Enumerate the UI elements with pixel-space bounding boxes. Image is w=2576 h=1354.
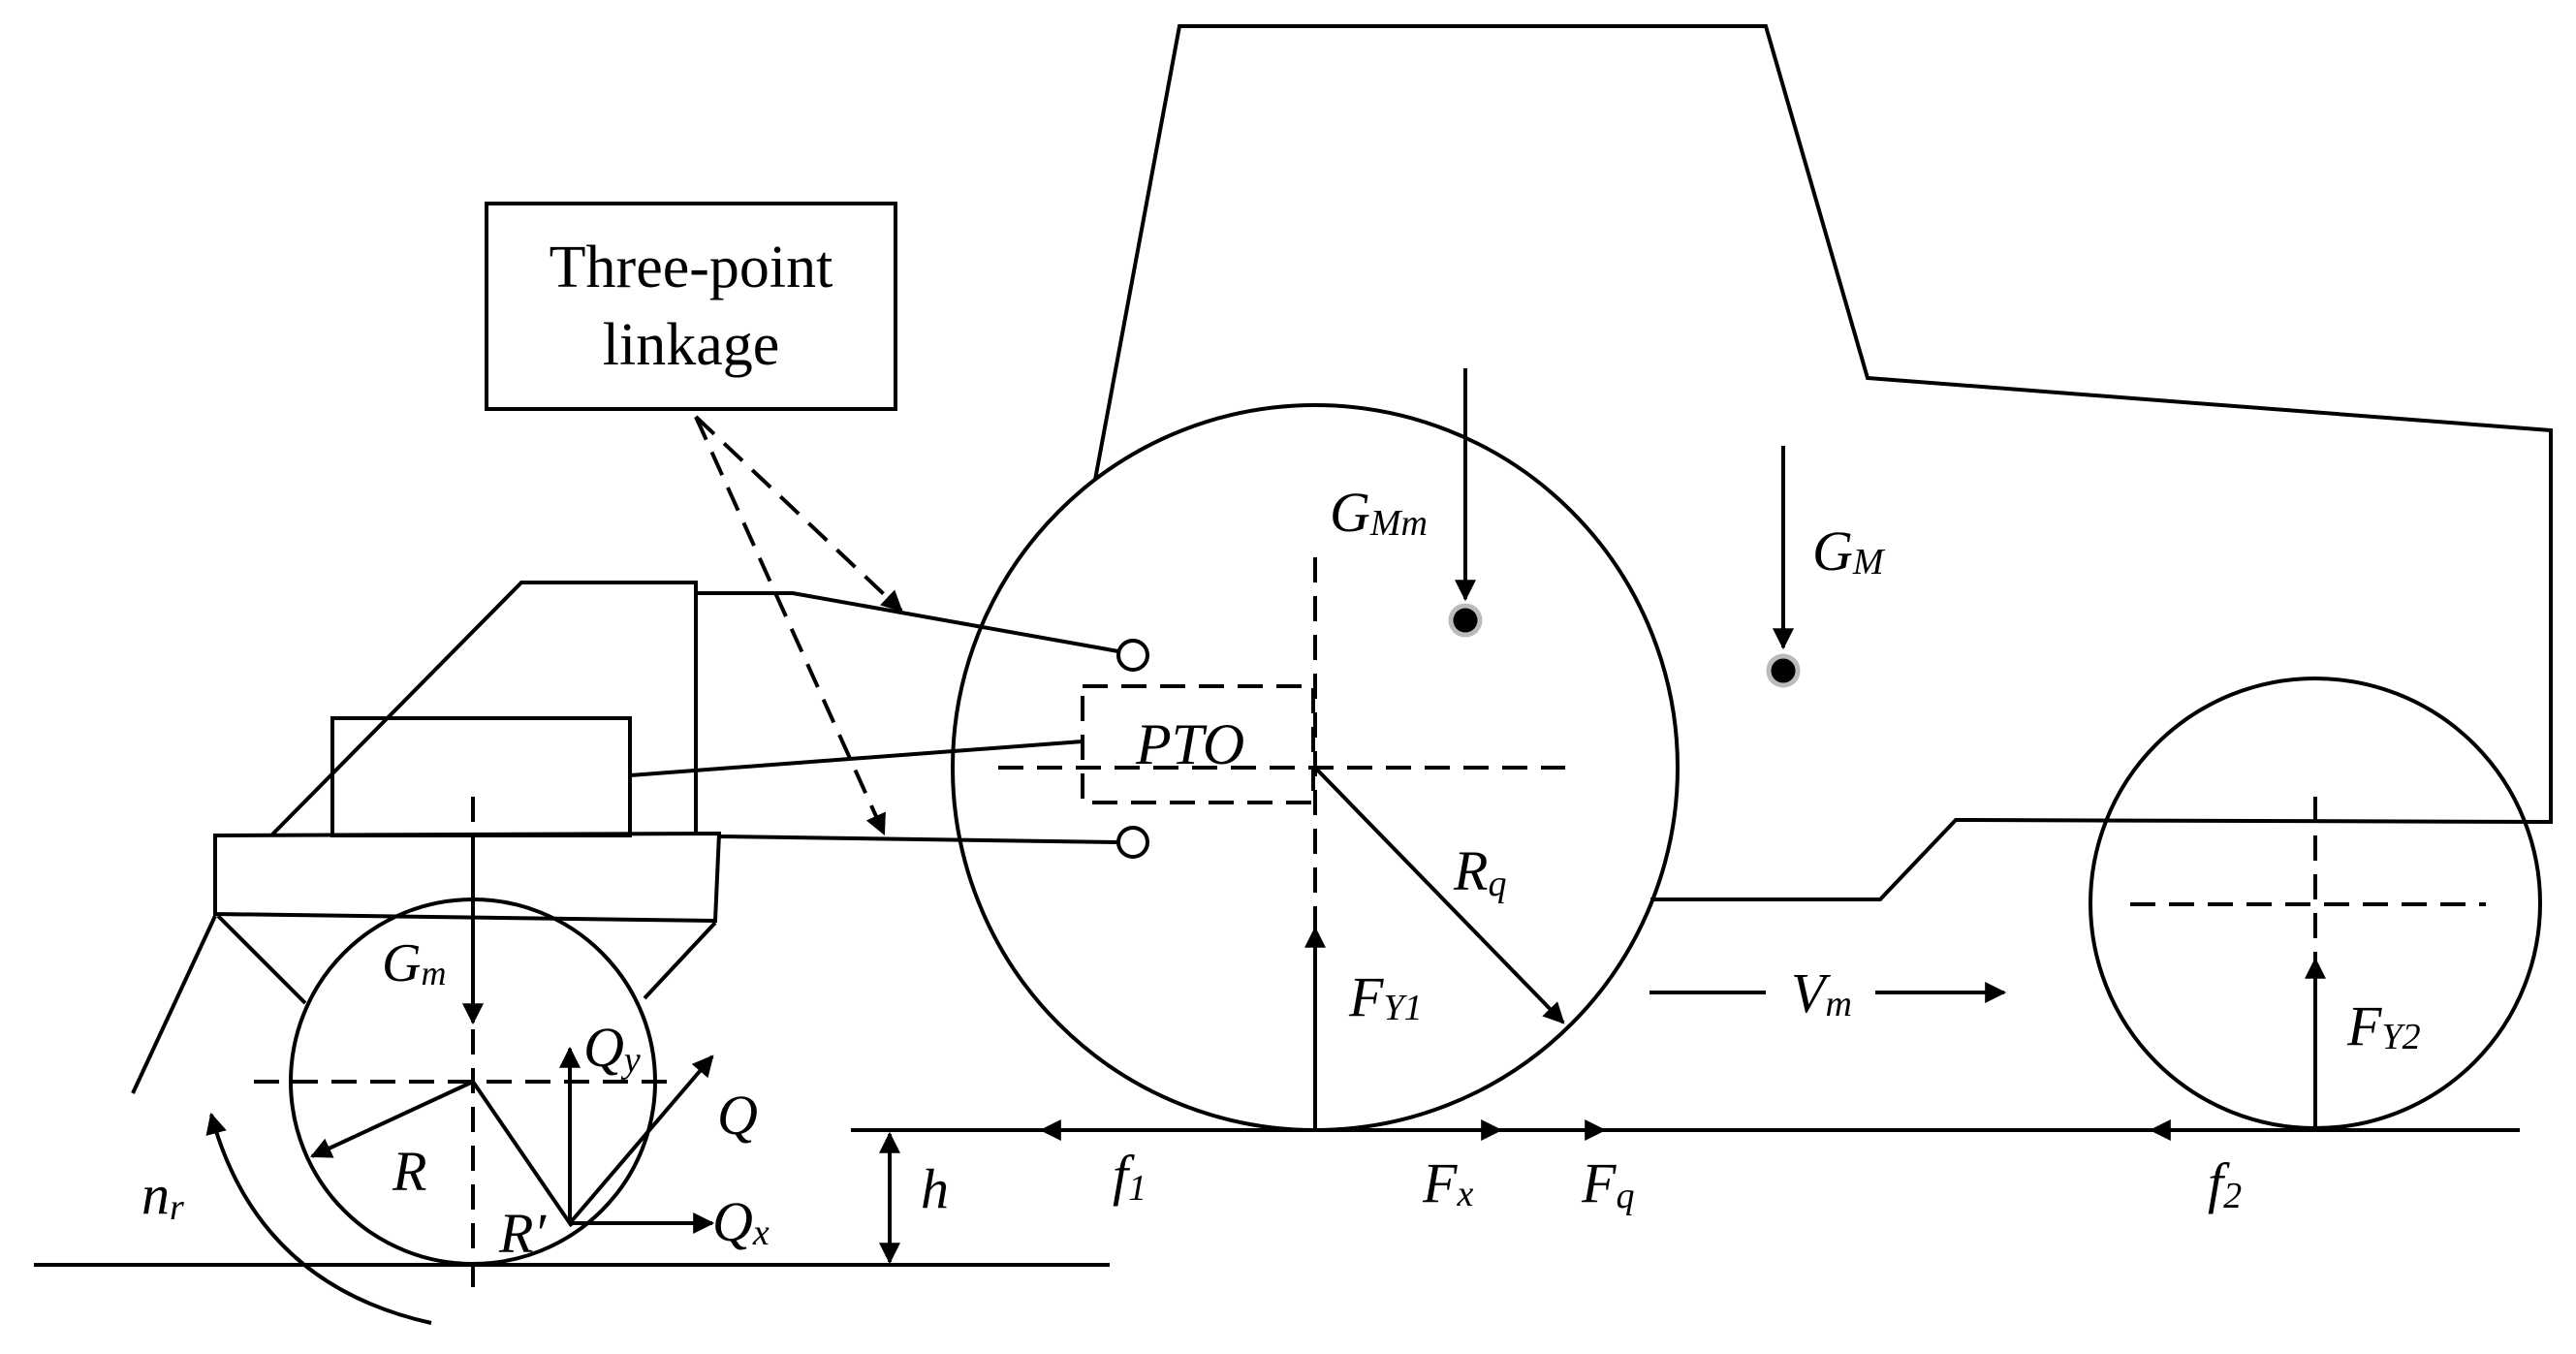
f2-label-sub: 2 <box>2223 1176 2242 1216</box>
gmm-label-main: G <box>1330 481 1370 544</box>
h-label: h <box>921 1157 949 1220</box>
r-label: R <box>392 1140 426 1203</box>
f1-label: f1 <box>1113 1144 1147 1209</box>
gm-tiller-label-sub: m <box>421 954 446 992</box>
callout-line-2: linkage <box>603 312 780 378</box>
fx-label-main: F <box>1422 1151 1458 1214</box>
nr-label: nr <box>141 1163 184 1228</box>
rq-label: Rq <box>1453 839 1506 904</box>
fy1-label: FY1 <box>1348 965 1423 1028</box>
rq-label-sub: q <box>1488 864 1506 904</box>
tiller-upper-frame <box>269 581 698 837</box>
fq-label-sub: q <box>1616 1176 1634 1216</box>
qy-label: Qy <box>583 1016 641 1081</box>
q-arrow <box>568 1055 714 1225</box>
fy2-label-sub: Y2 <box>2381 1017 2420 1057</box>
upper-link-bar <box>696 591 1119 653</box>
tractor-cab-outline <box>1093 24 2553 901</box>
vm-label-main: V <box>1791 961 1832 1024</box>
qx-label-main: Q <box>712 1190 753 1253</box>
qx-label: Qx <box>712 1190 770 1253</box>
three-point-linkage-callout <box>485 202 897 411</box>
nr-label-sub: r <box>170 1187 184 1228</box>
callout-line-1: Three-point <box>550 235 833 300</box>
gmm-label: GMm <box>1330 481 1428 544</box>
tiller-blade <box>131 915 217 1094</box>
tiller-gearbox <box>330 716 632 837</box>
qy-label-sub: y <box>620 1040 641 1081</box>
fy1-label-main: F <box>1348 965 1384 1028</box>
fy1-label-sub: Y1 <box>1383 988 1422 1028</box>
lower-link-bar <box>718 834 1119 844</box>
upper-hitch-point <box>1116 639 1149 672</box>
pto-box <box>1081 684 1315 804</box>
fy2-label-main: F <box>2346 994 2382 1057</box>
tiller-hood <box>213 831 722 924</box>
callout-arrow-lower <box>694 416 886 836</box>
pto-label: PTO <box>1135 712 1244 776</box>
fx-label: Fx <box>1422 1151 1473 1214</box>
gm-tractor-label-sub: M <box>1852 542 1886 583</box>
f1-label-sub: 1 <box>1128 1168 1147 1209</box>
r-prime-line <box>471 1080 574 1228</box>
qx-label-sub: x <box>752 1212 770 1253</box>
qy-label-main: Q <box>583 1016 624 1079</box>
rq-arrow <box>1313 766 1565 1024</box>
q-label: Q <box>717 1084 758 1147</box>
gm-mass-center-icon <box>1766 653 1801 688</box>
lower-hitch-point <box>1116 826 1149 859</box>
gm-tiller-label-main: G <box>382 933 421 993</box>
gm-tiller-label: Gm <box>382 933 446 993</box>
r-arrow <box>310 1080 474 1158</box>
tiller-hood-left-skirt <box>216 914 307 1005</box>
gmm-label-sub: Mm <box>1369 503 1428 544</box>
fq-label-main: F <box>1581 1151 1617 1214</box>
r-prime-label: R′ <box>498 1202 547 1265</box>
fy2-label: FY2 <box>2346 994 2421 1057</box>
tiller-hood-right-skirt <box>643 921 717 1000</box>
gm-tractor-label-main: G <box>1812 520 1853 583</box>
fx-label-sub: x <box>1456 1174 1473 1214</box>
gm-tractor-label: GM <box>1812 520 1886 583</box>
gmm-mass-center-icon <box>1448 603 1483 638</box>
vm-label: Vm <box>1791 961 1852 1024</box>
rq-label-main: R <box>1453 839 1488 902</box>
callout-arrow-upper <box>694 415 903 613</box>
f2-label: f2 <box>2208 1151 2242 1216</box>
vm-label-sub: m <box>1825 984 1851 1024</box>
nr-label-main: n <box>141 1163 170 1226</box>
fq-label: Fq <box>1581 1151 1634 1216</box>
nr-rotation-arrow <box>205 1112 432 1325</box>
pto-drive-shaft <box>629 740 1084 777</box>
